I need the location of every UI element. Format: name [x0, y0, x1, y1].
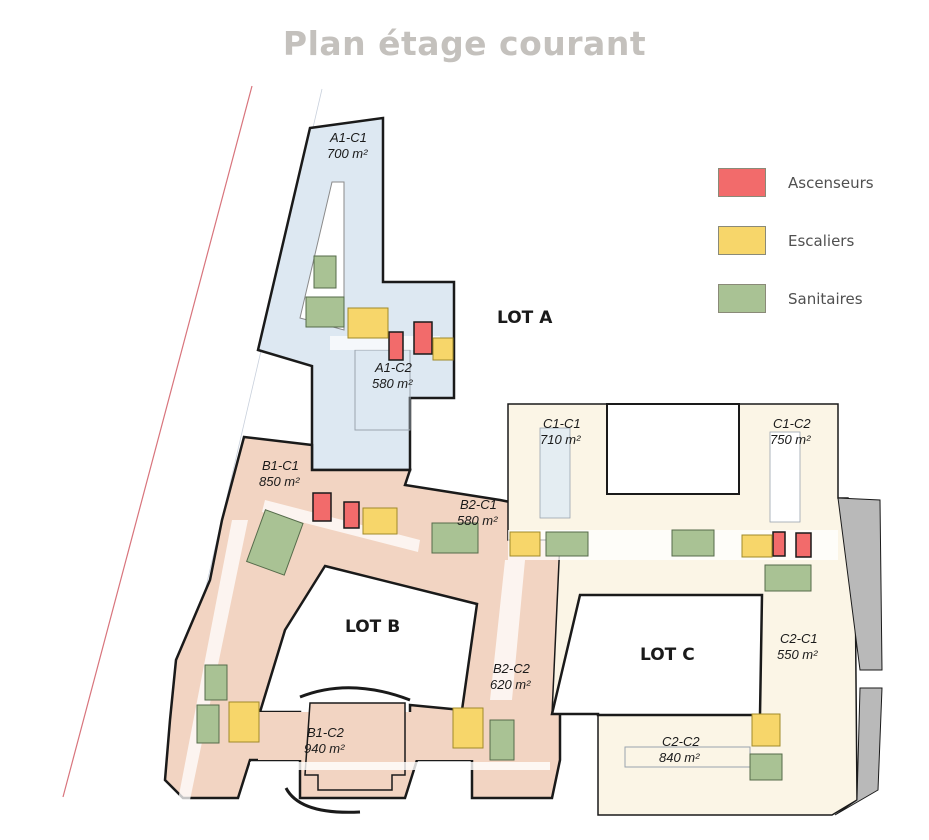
- lot-a-building: [256, 116, 456, 472]
- stairs-swatch: [718, 226, 766, 255]
- zone-b2c2-area: 620 m²: [490, 677, 531, 692]
- zone-c2c2-area: 840 m²: [659, 750, 700, 765]
- zone-a1c1-area: 700 m²: [327, 146, 368, 161]
- lot-a-label: LOT A: [497, 308, 553, 328]
- zone-c1c1-name: C1-C1: [543, 416, 581, 431]
- legend: Ascenseurs Escaliers Sanitaires: [718, 168, 874, 342]
- zone-a1c2-area: 580 m²: [372, 376, 413, 391]
- legend-item-stairs: Escaliers: [718, 226, 874, 255]
- zone-c1c1-area: 710 m²: [540, 432, 581, 447]
- zone-c1c2-area: 750 m²: [770, 432, 811, 447]
- restrooms: [196, 255, 812, 781]
- page-title: Plan étage courant: [282, 24, 647, 63]
- zone-c2c2-name: C2-C2: [662, 734, 700, 749]
- restrooms-swatch: [718, 284, 766, 313]
- zone-c2c1-area: 550 m²: [777, 647, 818, 662]
- zone-b1c2-area: 940 m²: [304, 741, 345, 756]
- zone-b1c2-name: B1-C2: [307, 725, 345, 740]
- stairs: [228, 307, 781, 749]
- legend-item-restrooms: Sanitaires: [718, 284, 874, 313]
- zone-b1c1-name: B1-C1: [262, 458, 299, 473]
- zone-b2c1-name: B2-C1: [460, 497, 497, 512]
- zone-c2c1-name: C2-C1: [780, 631, 818, 646]
- zone-b2c2-name: B2-C2: [493, 661, 531, 676]
- elevator-swatch: [718, 168, 766, 197]
- zone-b2c1-area: 580 m²: [457, 513, 498, 528]
- elevators: [312, 321, 812, 558]
- zone-a1c1-name: A1-C1: [329, 130, 367, 145]
- property-line: [62, 85, 253, 798]
- lot-c-label: LOT C: [640, 645, 695, 665]
- zone-b1c1-area: 850 m²: [259, 474, 300, 489]
- lot-b-label: LOT B: [345, 617, 400, 637]
- zone-c1c2-name: C1-C2: [773, 416, 811, 431]
- zone-a1c2-name: A1-C2: [374, 360, 413, 375]
- legend-item-elevators: Ascenseurs: [718, 168, 874, 197]
